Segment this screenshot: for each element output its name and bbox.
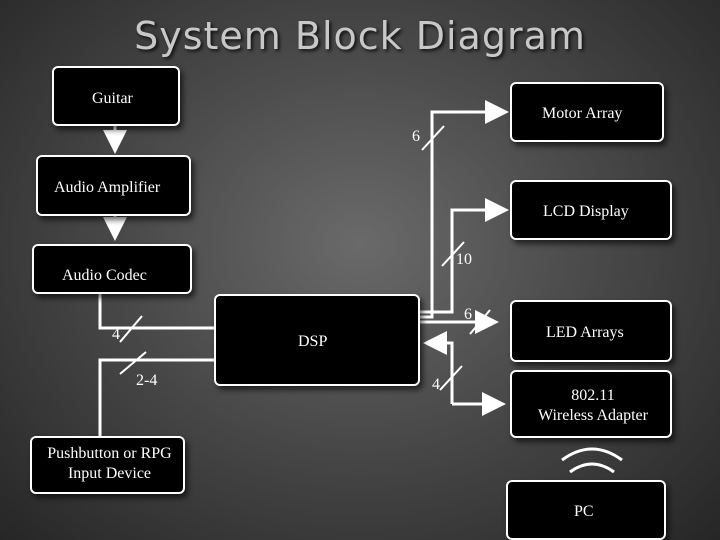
line-wireless-to-dsp (423, 331, 454, 404)
line-pushbutton-to-dsp (98, 358, 214, 436)
guitar-block: Guitar (52, 66, 180, 126)
line-dsp-to-lcd (418, 198, 509, 314)
line-dsp-to-motor (418, 100, 509, 319)
wifi-icon (561, 447, 623, 462)
audio-amplifier-label: Audio Amplifier (54, 179, 161, 196)
bus-slash-pushbutton (119, 351, 147, 375)
bus-label-codec: 4 (112, 326, 120, 343)
bus-slash-codec (119, 315, 143, 343)
pushbutton-block: Pushbutton or RPG Input Device (30, 436, 185, 494)
bus-slash-led (469, 309, 491, 335)
dsp-label: DSP (298, 333, 328, 350)
bus-slash-wireless (439, 365, 463, 391)
audio-codec-label: Audio Codec (62, 267, 147, 284)
bus-slash-lcd (441, 241, 465, 267)
bus-label-lcd: 10 (456, 251, 472, 268)
motor-array-label: Motor Array (542, 105, 623, 122)
guitar-label: Guitar (92, 90, 133, 107)
lcd-display-block: LCD Display (510, 180, 672, 240)
pushbutton-label: Pushbutton or RPG Input Device (47, 445, 172, 482)
motor-array-block: Motor Array (510, 82, 664, 142)
line-codec-to-dsp (98, 293, 214, 330)
led-arrays-block: LED Arrays (510, 300, 672, 362)
bus-slash-motor (421, 125, 445, 151)
audio-amplifier-block: Audio Amplifier (36, 155, 191, 216)
audio-codec-block: Audio Codec (32, 244, 192, 294)
pc-label: PC (574, 503, 594, 520)
bus-label-motor: 6 (412, 128, 420, 145)
diagram-title: System Block Diagram (134, 14, 586, 58)
led-arrays-label: LED Arrays (546, 324, 624, 341)
bus-label-pushbutton: 2-4 (136, 372, 158, 389)
bus-label-led: 6 (464, 306, 472, 323)
dsp-block: DSP (214, 294, 420, 386)
pc-block: PC (506, 480, 666, 540)
bus-label-wireless: 4 (432, 376, 440, 393)
lcd-display-label: LCD Display (543, 203, 629, 220)
wireless-adapter-label: 802.11 Wireless Adapter (538, 387, 648, 424)
wireless-adapter-block: 802.11 Wireless Adapter (510, 370, 672, 438)
